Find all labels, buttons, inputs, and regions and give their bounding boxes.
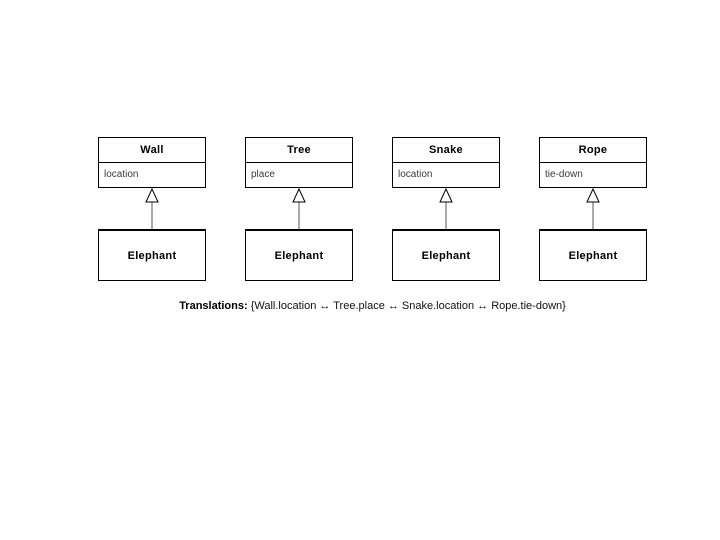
column-snake: Snake location Elephant xyxy=(392,137,500,281)
class-box-wall: Wall location xyxy=(98,137,206,188)
column-tree: Tree place Elephant xyxy=(245,137,353,281)
class-name: Elephant xyxy=(568,249,618,262)
translations-caption: Translations: {Wall.location ↔ Tree.plac… xyxy=(98,300,647,312)
class-name: Rope xyxy=(540,138,646,163)
column-wall: Wall location Elephant xyxy=(98,137,206,281)
class-attribute: place xyxy=(251,169,275,180)
translations-text: {Wall.location ↔ Tree.place ↔ Snake.loca… xyxy=(247,300,566,312)
class-name: Tree xyxy=(246,138,352,163)
class-box-rope: Rope tie-down xyxy=(539,137,647,188)
class-box-elephant: Elephant xyxy=(98,229,206,281)
class-box-elephant: Elephant xyxy=(392,229,500,281)
inheritance-arrow-icon xyxy=(98,188,206,229)
class-attribute: location xyxy=(398,169,433,180)
column-rope: Rope tie-down Elephant xyxy=(539,137,647,281)
class-box-tree: Tree place xyxy=(245,137,353,188)
class-columns: Wall location Elephant Tree place xyxy=(98,137,647,281)
class-box-elephant: Elephant xyxy=(245,229,353,281)
class-box-snake: Snake location xyxy=(392,137,500,188)
class-name: Elephant xyxy=(421,249,471,262)
class-name: Wall xyxy=(99,138,205,163)
class-attribute: location xyxy=(104,169,139,180)
translations-label: Translations: xyxy=(179,300,248,312)
inheritance-arrow-icon xyxy=(539,188,647,229)
class-name: Snake xyxy=(393,138,499,163)
class-box-elephant: Elephant xyxy=(539,229,647,281)
class-name: Elephant xyxy=(274,249,324,262)
class-attribute: tie-down xyxy=(545,169,583,180)
inheritance-arrow-icon xyxy=(245,188,353,229)
inheritance-arrow-icon xyxy=(392,188,500,229)
class-name: Elephant xyxy=(127,249,177,262)
uml-diagram: Wall location Elephant Tree place xyxy=(98,137,647,312)
